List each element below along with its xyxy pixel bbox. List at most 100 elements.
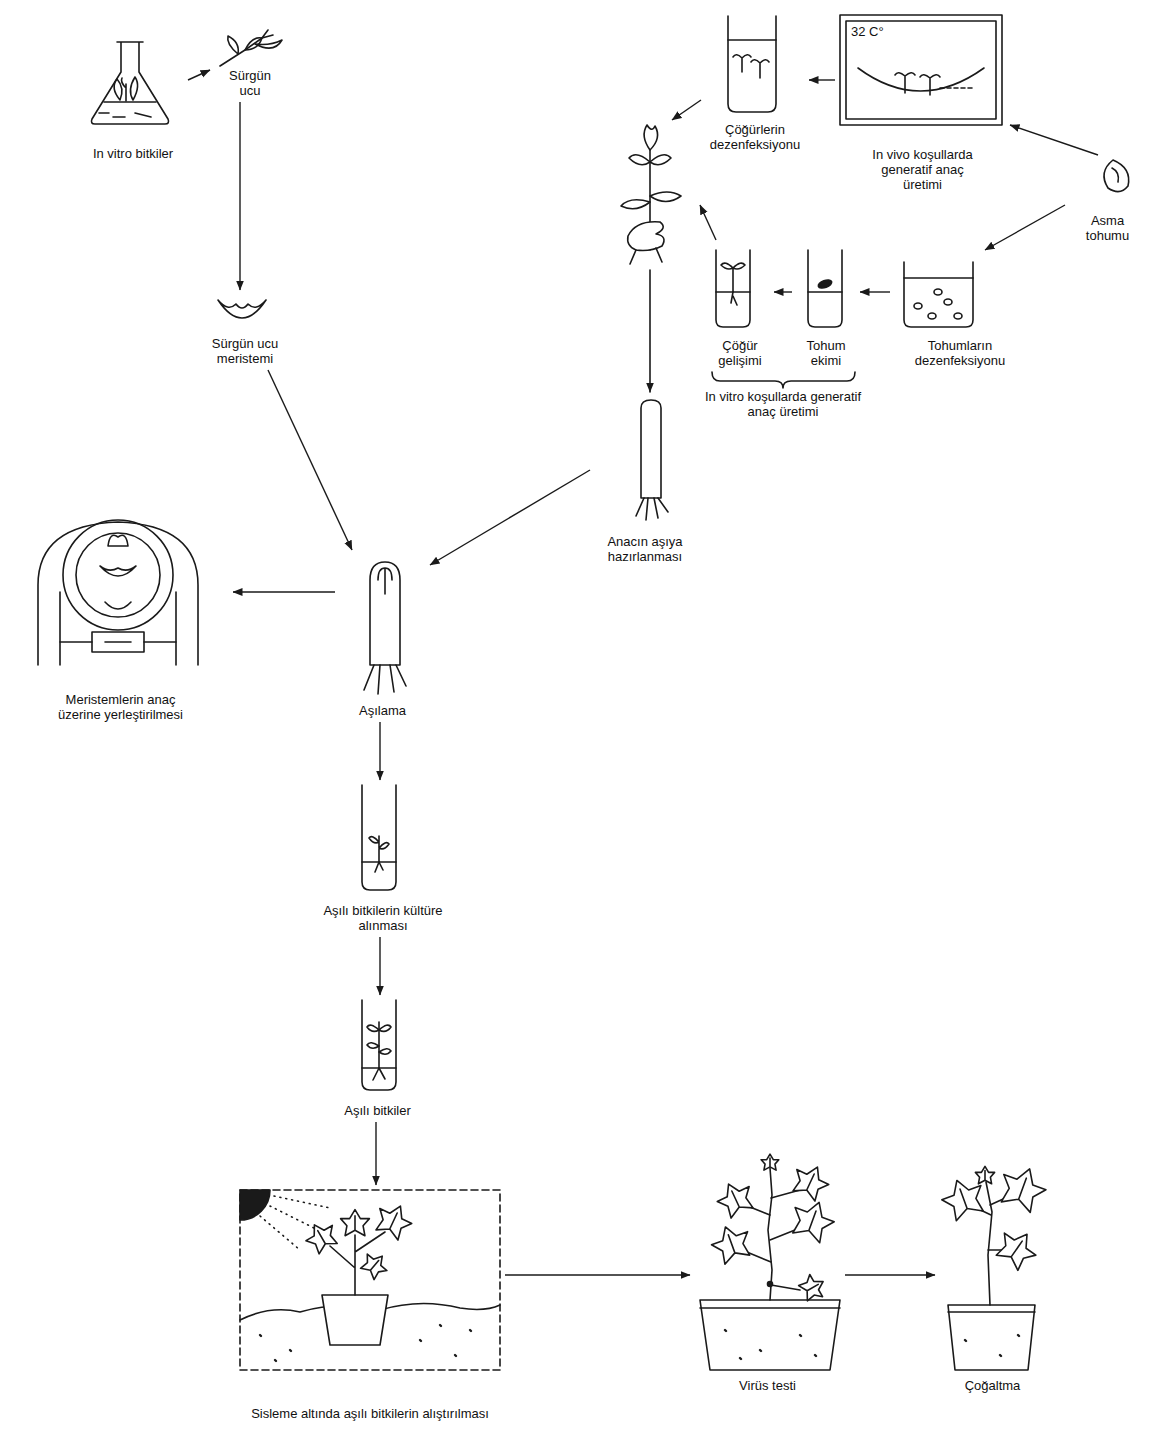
- flow-arrow: [268, 370, 352, 550]
- microscope-stage-illustration-part: [108, 535, 128, 546]
- flow-arrow: [985, 205, 1065, 250]
- step-caption: Meristemlerin anaç üzerine yerleştirilme…: [51, 692, 191, 722]
- propagation-plant-illustration: [937, 1161, 1050, 1370]
- step-node: Sürgün ucu: [210, 30, 290, 102]
- grape-seed-illustration-part: [1104, 160, 1129, 192]
- seedling-in-hand-illustration-part: [650, 155, 671, 165]
- flask-illustration-part: [122, 78, 127, 101]
- growth-chamber-illustration-part: [840, 15, 1002, 125]
- grafted-plant-tube-illustration-part: [367, 1043, 391, 1055]
- beaker-illustration-part: [914, 303, 922, 309]
- step-caption: Aşılı bitkiler: [344, 1103, 410, 1118]
- propagation-plant-illustration-part: [948, 1305, 1035, 1370]
- beaker-illustration-part: [904, 262, 973, 327]
- propagation-plant-illustration-part: [991, 1223, 1042, 1274]
- bracket: [712, 372, 855, 388]
- propagation-plant-illustration-part: [975, 1166, 994, 1183]
- step-node: Çöğür gelişimi: [706, 240, 774, 372]
- shoot-tip-illustration-part: [255, 40, 282, 48]
- virus-test-plant-illustration-part: [713, 1177, 758, 1221]
- propagation-plant-illustration-part: [965, 1335, 1019, 1356]
- flow-arrow: [700, 205, 716, 240]
- grafted-plant-tube-illustration-part: [367, 1025, 391, 1031]
- beaker-illustration-part: [934, 289, 942, 295]
- sowing-tube-illustration-part: [817, 278, 833, 289]
- microscope-stage-illustration-part: [100, 566, 136, 576]
- virus-test-plant-illustration-part: [797, 1271, 830, 1305]
- growth-chamber-illustration-part: [895, 73, 915, 93]
- beaker-illustration-part: [944, 299, 952, 305]
- seedling-in-hand-illustration-part: [629, 155, 650, 165]
- mist-acclimatisation-illustration-part: [322, 1295, 388, 1345]
- step-node: Aşılı bitkilerin kültüre alınması: [268, 780, 498, 937]
- microscope-stage-illustration: [38, 520, 198, 665]
- flow-arrow: [375, 1122, 376, 1185]
- step-node: Virüs testi: [690, 1155, 845, 1397]
- step-node: Asma tohumu: [1065, 155, 1150, 247]
- virus-test-plant-illustration-part: [761, 1154, 779, 1170]
- flask-illustration-part: [114, 79, 122, 100]
- step-node: Tohum ekimi: [792, 240, 860, 372]
- virus-test-plant-illustration-part: [700, 1300, 840, 1370]
- flask-illustration-part: [104, 101, 156, 103]
- flow-arrow: [809, 79, 835, 80]
- flow-arrow: [774, 291, 792, 292]
- shoot-tip-illustration-part: [220, 38, 262, 66]
- seedling-in-hand-illustration-part: [630, 248, 662, 264]
- sowing-tube-illustration: [808, 250, 842, 327]
- step-caption: In vitro bitkiler: [93, 146, 173, 161]
- mist-acclimatisation-illustration-part: [240, 1190, 500, 1370]
- flow-arrow: [188, 70, 210, 80]
- step-caption: Sürgün ucu meristemi: [205, 336, 285, 366]
- grafted-plant-tube-illustration-part: [373, 1068, 385, 1080]
- step-node: Çöğürlerin dezenfeksiyonu: [701, 12, 809, 156]
- step-caption: Virüs testi: [739, 1378, 796, 1393]
- flow-arrow: [233, 591, 335, 592]
- mist-acclimatisation-illustration-part: [240, 1190, 270, 1220]
- flow-arrow: [379, 937, 380, 995]
- meristem-illustration: [218, 300, 266, 318]
- flow-arrow: [505, 1274, 690, 1275]
- seedling-in-hand-illustration-part: [636, 498, 668, 520]
- step-node: Sisleme altında aşılı bitkilerin alıştır…: [235, 1185, 505, 1425]
- grafting-rootstock-illustration: [364, 562, 406, 694]
- virus-test-plant-illustration-part: [768, 1282, 773, 1287]
- seedling-tube-illustration-part: [721, 263, 745, 292]
- culture-tube-illustration: [362, 785, 396, 890]
- step-caption: Çöğür gelişimi: [710, 338, 770, 368]
- flow-arrow: [239, 102, 240, 290]
- growth-chamber-illustration-part: [940, 87, 975, 89]
- step-caption: Çöğürlerin dezenfeksiyonu: [705, 122, 805, 152]
- step-node: Aşılı bitkiler: [320, 995, 435, 1122]
- step-caption: Sürgün ucu: [220, 68, 280, 98]
- flow-arrow: [379, 722, 380, 780]
- step-caption: Tohum ekimi: [796, 338, 856, 368]
- step-node: Tohumların dezenfeksiyonu: [890, 250, 1030, 372]
- grafting-rootstock-illustration-part: [364, 665, 406, 694]
- microscope-stage-illustration-part: [38, 522, 198, 665]
- flask-illustration-part: [130, 77, 137, 100]
- step-caption: Aşılı bitkilerin kültüre alınması: [301, 903, 466, 933]
- step-caption: Sisleme altında aşılı bitkilerin alıştır…: [251, 1406, 489, 1421]
- microscope-stage-illustration-part: [105, 602, 131, 609]
- seedling-tube-illustration-part: [731, 292, 737, 305]
- shoot-tip-illustration-part: [262, 30, 273, 38]
- seedling-in-hand-illustration-part: [641, 400, 661, 498]
- seedling-in-hand-illustration-part: [644, 125, 657, 150]
- virus-test-plant-illustration-part: [768, 1168, 772, 1300]
- culture-tube-illustration-part: [369, 836, 389, 862]
- growth-chamber-illustration: [840, 15, 1002, 125]
- microscope-stage-illustration-part: [60, 592, 176, 665]
- virus-test-plant-illustration: [700, 1154, 840, 1370]
- seedling-in-hand-illustration-part: [650, 192, 681, 202]
- meristem-illustration-part: [218, 300, 266, 318]
- flow-arrow: [845, 1274, 935, 1275]
- shoot-tip-illustration: [220, 30, 282, 66]
- culture-tube-illustration-part: [362, 785, 396, 890]
- step-node: Çoğaltma: [935, 1155, 1050, 1397]
- flow-arrow: [1010, 125, 1098, 155]
- step-node: Aşılama: [335, 550, 430, 722]
- test-tube-illustration-part: [751, 60, 769, 78]
- step-node: Sürgün ucu meristemi: [195, 290, 295, 370]
